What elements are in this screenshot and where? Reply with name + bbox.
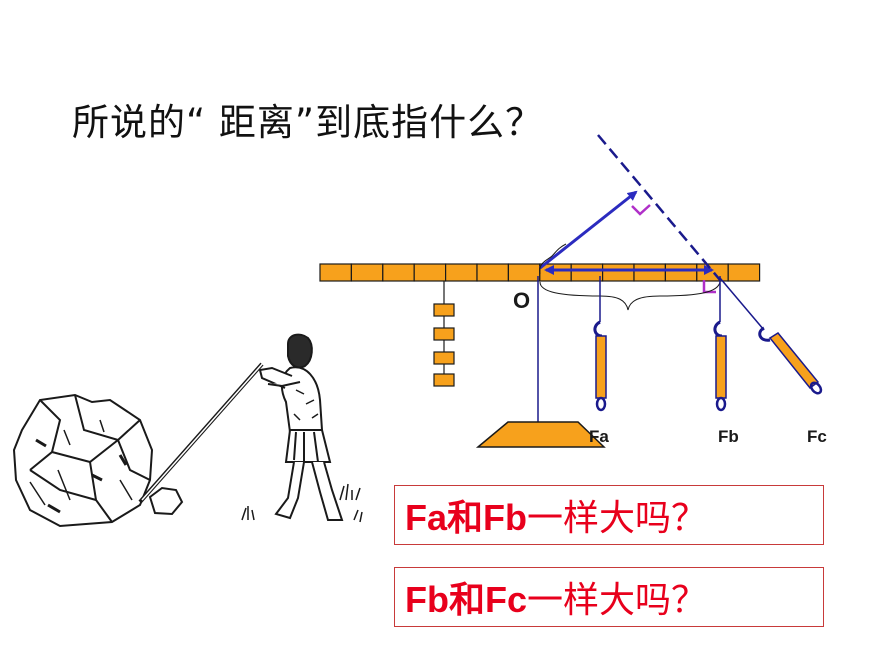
lever-segment xyxy=(539,263,572,282)
question-text: 一样大吗？ xyxy=(527,580,708,621)
fulcrum-base xyxy=(475,421,606,448)
fc-string xyxy=(719,277,765,331)
force-label-fb: Fb xyxy=(718,427,739,446)
right-angle-marker-top xyxy=(631,204,651,216)
spring-scale-fa xyxy=(593,320,607,412)
boulder-illustration xyxy=(12,393,154,528)
weight-block xyxy=(433,351,455,365)
lever-segment xyxy=(319,263,352,282)
hanging-weights xyxy=(433,281,455,387)
lever-segment xyxy=(445,263,478,282)
brace-large xyxy=(539,281,721,311)
slide-title: 所说的“ 距离”到底指什么？ xyxy=(72,101,544,144)
weight-block xyxy=(433,327,455,341)
lever-segment xyxy=(382,263,415,282)
lever-segment xyxy=(633,263,666,282)
right-angle-marker-bar xyxy=(702,280,716,294)
brace-small xyxy=(539,243,567,275)
fc-line-of-action xyxy=(597,134,721,281)
lever-segment xyxy=(413,263,447,282)
spring-scale-fc xyxy=(758,326,823,395)
question-forces: Fa和Fb xyxy=(405,497,527,538)
lever-segment xyxy=(727,263,761,282)
lever-segment xyxy=(601,263,635,282)
lever-segment xyxy=(350,263,384,282)
perpendicular-arm-arrow xyxy=(539,190,638,270)
question-box-fa-fb: Fa和Fb 一样大吗？ xyxy=(394,485,824,545)
force-label-fa: Fa xyxy=(589,427,609,446)
caveman-illustration xyxy=(12,333,363,528)
question-text: 一样大吗？ xyxy=(527,498,708,539)
question-forces: Fb和Fc xyxy=(405,579,527,620)
lever-segment xyxy=(476,263,509,282)
fulcrum-rock xyxy=(148,486,184,516)
lever-segment xyxy=(664,263,698,282)
lever-segment xyxy=(570,263,604,282)
weight-block xyxy=(433,303,455,317)
lever-segment xyxy=(507,263,541,282)
lever-segment xyxy=(696,263,729,282)
weight-block xyxy=(433,373,455,387)
caveman-figure xyxy=(258,333,344,521)
question-box-fb-fc: Fb和Fc 一样大吗？ xyxy=(394,567,824,627)
force-label-fc: Fc xyxy=(807,427,827,446)
pivot-label-o: O xyxy=(513,288,530,313)
spring-scale-fb xyxy=(713,320,727,412)
grass-tufts xyxy=(241,483,363,523)
